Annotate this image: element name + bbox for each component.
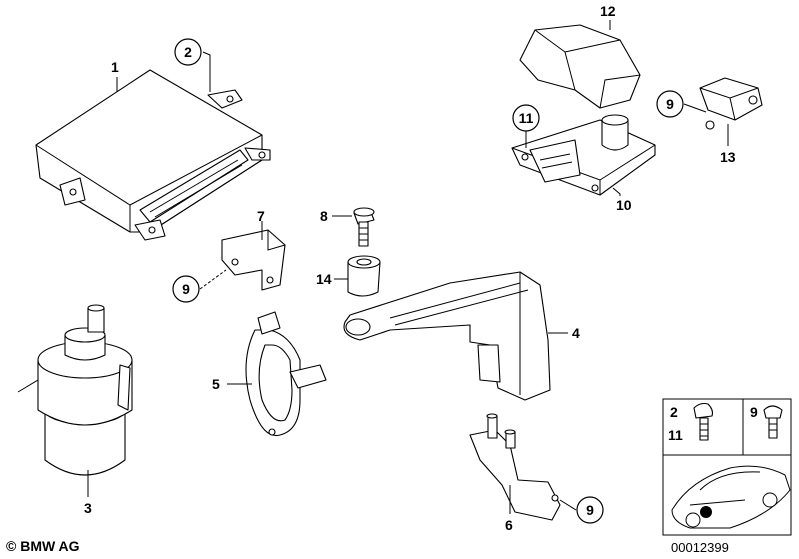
- callout-14[interactable]: 14: [316, 271, 332, 287]
- callout-circle-11: [512, 104, 540, 132]
- callout-9-bracket[interactable]: 9: [182, 281, 190, 297]
- callout-1[interactable]: 1: [111, 59, 119, 75]
- callouts: 1 2 3 4 5 6 7 8 9 9 9 10 11 12 13 14: [84, 3, 736, 533]
- copyright: © BMW AG: [6, 538, 80, 554]
- legend-label-2: 2: [670, 404, 678, 420]
- callout-10[interactable]: 10: [616, 197, 632, 213]
- callout-circle-9b: [656, 90, 684, 118]
- callout-6[interactable]: 6: [505, 517, 513, 533]
- part-pump-motor[interactable]: [17, 304, 133, 476]
- callout-12[interactable]: 12: [600, 3, 616, 19]
- part-sensor[interactable]: [511, 114, 656, 196]
- callout-circle-9c: [576, 496, 604, 524]
- part-mount-small[interactable]: [699, 77, 763, 130]
- callout-11[interactable]: 11: [519, 110, 534, 126]
- car-location-icon: [671, 465, 791, 529]
- callout-7[interactable]: 7: [257, 208, 265, 224]
- part-clamp[interactable]: [245, 311, 327, 437]
- callout-9-mount[interactable]: 9: [666, 96, 674, 112]
- location-dot: [700, 506, 712, 518]
- callout-circle-9a: [172, 275, 200, 303]
- callout-2[interactable]: 2: [184, 44, 192, 60]
- part-rubber-mount[interactable]: [347, 255, 381, 297]
- part-bracket-lower[interactable]: [469, 413, 561, 521]
- part-holder[interactable]: [343, 271, 551, 401]
- screw-icon: [763, 405, 783, 439]
- callout-3[interactable]: 3: [84, 500, 92, 516]
- part-cover[interactable]: [519, 24, 641, 109]
- callout-8[interactable]: 8: [320, 208, 328, 224]
- callout-5[interactable]: 5: [212, 376, 220, 392]
- legend-label-9: 9: [750, 404, 758, 420]
- bolt-icon: [693, 402, 714, 441]
- fastener-legend: 2 11 9: [662, 398, 792, 536]
- diagram-number: 00012399: [671, 540, 729, 555]
- leader-lines: [87, 20, 729, 514]
- part-bolt[interactable]: [353, 207, 375, 247]
- callout-circle-2: [174, 38, 202, 66]
- part-control-unit[interactable]: [35, 69, 271, 241]
- callout-9-lower[interactable]: 9: [586, 502, 594, 518]
- callout-4[interactable]: 4: [572, 325, 580, 341]
- legend-label-11: 11: [668, 427, 683, 443]
- callout-13[interactable]: 13: [720, 149, 736, 165]
- part-bracket-small[interactable]: [221, 229, 286, 291]
